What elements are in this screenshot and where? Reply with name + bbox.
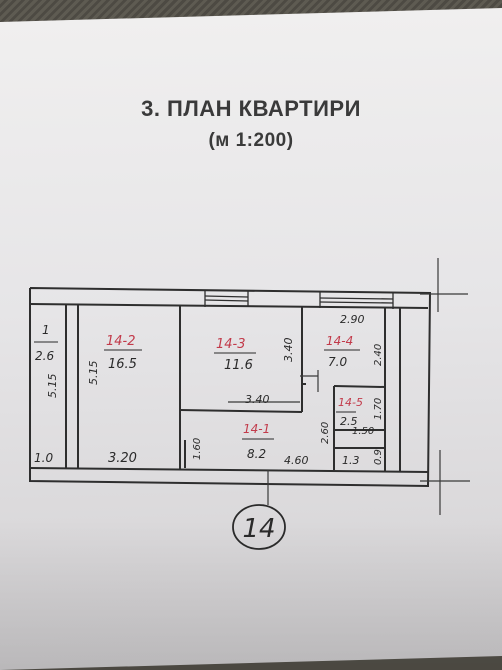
interior-walls: [65, 304, 401, 471]
room-area-14-3: 11.6: [224, 358, 253, 373]
room-id-14-4: 14-4: [326, 334, 353, 348]
room-area-14-1: 8.2: [247, 447, 266, 461]
room-id-1: 1: [42, 323, 50, 337]
dim-2-90: 2.90: [340, 313, 365, 326]
room-area-14-5: 2.5: [340, 415, 358, 428]
dim-4-60: 4.60: [284, 454, 309, 467]
dim-1-50: 1.50: [352, 426, 374, 437]
room-area-14-2: 16.5: [108, 357, 137, 372]
page-shadow: [0, 520, 502, 670]
dim-1-60: 1.60: [192, 438, 203, 460]
dim-1-0: 1.0: [34, 451, 53, 465]
room-id-14-1: 14-1: [243, 422, 270, 436]
room-area-1: 2.6: [35, 349, 54, 363]
room-area-small: 1.3: [342, 454, 360, 467]
outer-walls: [29, 287, 432, 488]
room-id-14-2: 14-2: [106, 334, 136, 349]
dim-2-60: 2.60: [320, 422, 331, 444]
dim-3-40-vertical: 3.40: [282, 338, 295, 363]
room-id-14-5: 14-5: [338, 396, 363, 409]
dim-3-20: 3.20: [108, 451, 137, 466]
dim-0-9: 0.9: [373, 449, 384, 465]
plan-title: 3. ПЛАН КВАРТИРИ: [141, 96, 361, 121]
windows: [204, 290, 394, 309]
room-id-14-3: 14-3: [216, 337, 246, 352]
room-area-14-4: 7.0: [328, 355, 347, 369]
dim-1-70: 1.70: [373, 398, 384, 420]
apartment-number: 14: [242, 514, 275, 544]
dim-5-15-left: 5.15: [46, 374, 59, 399]
plan-scale: (м 1:200): [208, 130, 294, 151]
dim-5-15: 5.15: [87, 361, 100, 386]
apartment-circle: [232, 504, 286, 550]
dim-3-40: 3.40: [245, 393, 270, 406]
dim-2-40: 2.40: [373, 344, 384, 366]
dimension-lines: [228, 258, 470, 515]
